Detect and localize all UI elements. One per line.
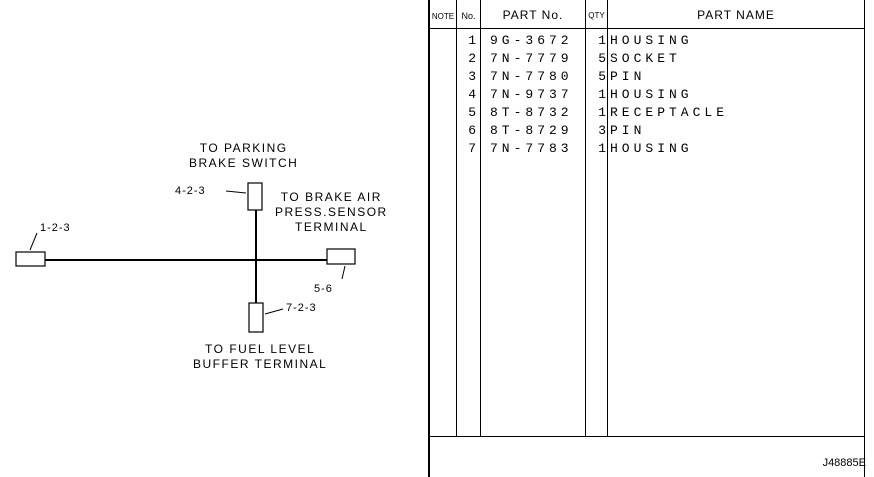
- left-connector: [15, 251, 46, 267]
- harness-drawing: [15, 182, 356, 333]
- col-divider-note: [456, 0, 457, 436]
- row-part-name: RECEPTACLE: [610, 105, 729, 120]
- table-row: 7 7N-7783 1 HOUSING: [428, 140, 874, 158]
- table-row: 4 7N-9737 1 HOUSING: [428, 86, 874, 104]
- header-rule: [428, 28, 865, 29]
- table-row: 5 8T-8732 1 RECEPTACLE: [428, 104, 874, 122]
- row-part-name: PIN: [610, 123, 646, 138]
- table-row: 6 8T-8729 3 PIN: [428, 122, 874, 140]
- ref-top-connector: 4-2-3: [175, 185, 206, 197]
- leader-left: [29, 232, 38, 251]
- row-part-number: 7N-9737: [490, 87, 573, 102]
- row-number: 7: [468, 141, 476, 156]
- row-quantity: 5: [598, 69, 606, 84]
- row-part-name: HOUSING: [610, 33, 693, 48]
- col-divider-partno: [585, 0, 586, 436]
- header-note: NOTE: [431, 12, 455, 21]
- top-connector: [247, 182, 263, 211]
- table-row: 3 7N-7780 5 PIN: [428, 68, 874, 86]
- row-number: 2: [468, 51, 476, 66]
- parts-table: NOTE No. PART No. QTY PART NAME 1 9G-3672…: [428, 0, 874, 477]
- row-part-number: 7N-7780: [490, 69, 573, 84]
- right-connector: [326, 248, 356, 265]
- row-part-name: HOUSING: [610, 141, 693, 156]
- ref-left-connector: 1-2-3: [40, 222, 71, 234]
- row-part-number: 9G-3672: [490, 33, 573, 48]
- leader-right: [341, 265, 346, 280]
- row-part-number: 7N-7779: [490, 51, 573, 66]
- footer-rule: [428, 436, 865, 437]
- table-row: 2 7N-7779 5 SOCKET: [428, 50, 874, 68]
- row-number: 5: [468, 105, 476, 120]
- row-part-name: PIN: [610, 69, 646, 84]
- header-qty: QTY: [588, 11, 605, 20]
- row-quantity: 1: [598, 87, 606, 102]
- ref-bottom-connector: 7-2-3: [286, 302, 317, 314]
- row-part-number: 7N-7783: [490, 141, 573, 156]
- row-quantity: 1: [598, 141, 606, 156]
- header-no: No.: [461, 11, 476, 21]
- table-right-border: [864, 0, 865, 477]
- leader-bottom: [264, 308, 284, 315]
- row-quantity: 1: [598, 105, 606, 120]
- row-quantity: 5: [598, 51, 606, 66]
- table-row: 1 9G-3672 1 HOUSING: [428, 32, 874, 50]
- row-number: 3: [468, 69, 476, 84]
- row-part-name: SOCKET: [610, 51, 681, 66]
- ref-right-connector: 5-6: [314, 283, 333, 295]
- col-divider-no: [480, 0, 481, 436]
- drawing-id: J48885E: [822, 457, 866, 469]
- row-part-number: 8T-8729: [490, 123, 573, 138]
- leader-top: [225, 190, 247, 194]
- row-number: 1: [468, 33, 476, 48]
- row-quantity: 3: [598, 123, 606, 138]
- table-left-border: [428, 0, 430, 477]
- header-part-name: PART NAME: [697, 8, 775, 22]
- col-divider-qty: [607, 0, 608, 436]
- row-part-name: HOUSING: [610, 87, 693, 102]
- row-number: 4: [468, 87, 476, 102]
- header-part-no: PART No.: [502, 8, 564, 22]
- row-number: 6: [468, 123, 476, 138]
- row-part-number: 8T-8732: [490, 105, 573, 120]
- row-quantity: 1: [598, 33, 606, 48]
- bottom-connector: [248, 302, 264, 333]
